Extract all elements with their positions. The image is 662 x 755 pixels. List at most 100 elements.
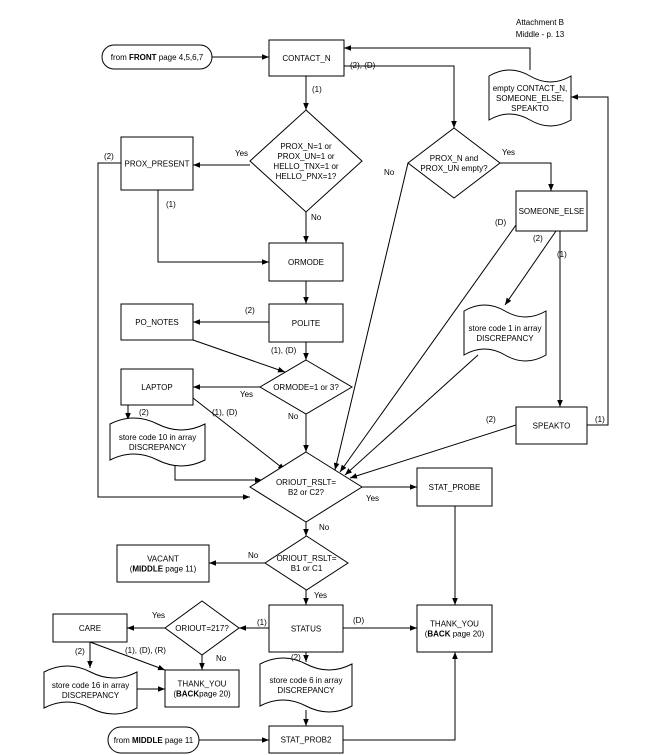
node-label: from MIDDLE page 11 xyxy=(114,736,194,745)
status-node: STATUS xyxy=(268,604,344,653)
contact-n-node: CONTACT_N xyxy=(268,39,345,77)
edge-label: (1), (D) xyxy=(271,346,297,355)
text: HELLO_PNX=1? xyxy=(276,172,337,181)
text: DISCREPANCY xyxy=(129,443,187,452)
node-label: store code 16 in array xyxy=(52,681,129,690)
text: STATUS xyxy=(291,625,321,634)
page-label: Middle - p. 13 xyxy=(516,30,565,39)
text: page 11) xyxy=(163,565,197,574)
edge-label: (1) xyxy=(595,415,605,424)
connector-arrow xyxy=(344,354,479,476)
attachment-label: Attachment B xyxy=(516,18,564,27)
node-label: store code 1 in array xyxy=(469,324,542,333)
oriout-b1-decision-node: ORIOUT_RSLT=B1 or C1 xyxy=(264,535,349,591)
connector-arrow xyxy=(157,190,269,265)
node-label: store code 10 in array xyxy=(119,433,196,442)
text: B2 or C2? xyxy=(288,488,325,497)
node-label: PROX_UN empty? xyxy=(420,164,488,173)
edge-label: No xyxy=(216,654,227,663)
text: DISCREPANCY xyxy=(62,691,120,700)
polite-node: POLITE xyxy=(268,303,344,343)
node-label: ORIOUT_RSLT= xyxy=(276,478,336,487)
text: DISCREPANCY xyxy=(476,334,534,343)
po-notes-node: PO_NOTES xyxy=(120,303,194,341)
edge-label: No xyxy=(288,412,299,421)
connector-arrow xyxy=(333,162,409,471)
node-label: from FRONT page 4,5,6,7 xyxy=(111,53,204,62)
edge-label: No xyxy=(384,168,395,177)
edge-label: No xyxy=(311,213,322,222)
edge-label: (1) xyxy=(166,200,176,209)
text: SOMEONE_ELSE, xyxy=(496,94,564,103)
node-label: STAT_PROB2 xyxy=(281,736,332,745)
text: PROX_UN=1 or xyxy=(277,152,334,161)
empty-doc-node: empty CONTACT_N,SOMEONE_ELSE,SPEAKTO xyxy=(488,69,572,127)
oriout-b2-decision-node: ORIOUT_RSLT=B2 or C2? xyxy=(249,451,363,523)
text: store code 6 in array xyxy=(270,676,343,685)
node-label: empty CONTACT_N, xyxy=(493,84,568,93)
node-label: B1 or C1 xyxy=(291,564,323,573)
text: CONTACT_N xyxy=(282,54,331,63)
text: store code 10 in array xyxy=(119,433,196,442)
text: ORIOUT=217? xyxy=(175,624,229,633)
edge-label: Yes xyxy=(240,390,253,399)
text: ORMODE xyxy=(288,258,324,267)
node-label: SOMEONE_ELSE, xyxy=(496,94,564,103)
node-label: (BACKpage 20) xyxy=(173,690,231,699)
edge-label: (2) xyxy=(533,234,543,243)
vacant-node: VACANT(MIDDLE page 11) xyxy=(116,544,210,583)
edge-label: (1), (D), (R) xyxy=(125,646,166,655)
from-front-node: from FRONT page 4,5,6,7 xyxy=(101,44,213,70)
edge-label: Yes xyxy=(235,149,248,158)
text: DISCREPANCY xyxy=(277,686,335,695)
text: empty CONTACT_N, xyxy=(493,84,568,93)
laptop-node: LAPTOP xyxy=(120,368,194,406)
connector-arrow xyxy=(500,162,554,191)
edge-label: (D) xyxy=(353,616,364,625)
connector-arrow xyxy=(192,397,286,471)
text: from xyxy=(114,736,132,745)
node-label: SPEAKTO xyxy=(533,422,571,431)
text: ( xyxy=(173,690,176,699)
edge-label: No xyxy=(319,523,330,532)
edge-label: Yes xyxy=(314,591,327,600)
text: PO_NOTES xyxy=(135,318,179,327)
connector-arrow xyxy=(97,162,250,500)
node-label: B2 or C2? xyxy=(288,488,325,497)
node-label: PROX_UN=1 or xyxy=(277,152,334,161)
text: SOMEONE_ELSE xyxy=(519,207,585,216)
edge-label: (2) xyxy=(104,152,114,161)
connector-arrow xyxy=(571,94,609,426)
node-label: DISCREPANCY xyxy=(62,691,120,700)
care-node: CARE xyxy=(52,613,128,643)
bold-text: FRONT xyxy=(129,53,157,62)
edge-label: Yes xyxy=(502,148,515,157)
node-label: LAPTOP xyxy=(141,383,172,392)
text: B1 or C1 xyxy=(291,564,323,573)
text: POLITE xyxy=(292,319,320,328)
connector-arrow xyxy=(343,652,458,741)
text: STAT_PROB2 xyxy=(281,736,332,745)
node-label: (BACK page 20) xyxy=(425,630,485,639)
text: ORIOUT_RSLT= xyxy=(276,554,336,563)
connector-arrow xyxy=(89,641,166,671)
edge-label: Yes xyxy=(366,494,379,503)
stat-prob2-node: STAT_PROB2 xyxy=(268,725,344,754)
node-label: STATUS xyxy=(291,625,321,634)
node-label: VACANT xyxy=(147,555,179,564)
bold-text: BACK xyxy=(176,690,199,699)
oriout217-decision-node: ORIOUT=217? xyxy=(164,600,240,656)
text: LAPTOP xyxy=(141,383,172,392)
edge-label: (D) xyxy=(495,218,506,227)
stat-probe-node: STAT_PROBE xyxy=(416,467,493,507)
edge-label: (1) xyxy=(557,250,567,259)
edge-label: (2) xyxy=(245,306,255,315)
thank-you-left-node: THANK_YOU(BACKpage 20) xyxy=(164,669,240,708)
edge-label: (1) xyxy=(257,618,267,627)
text: CARE xyxy=(79,624,101,633)
